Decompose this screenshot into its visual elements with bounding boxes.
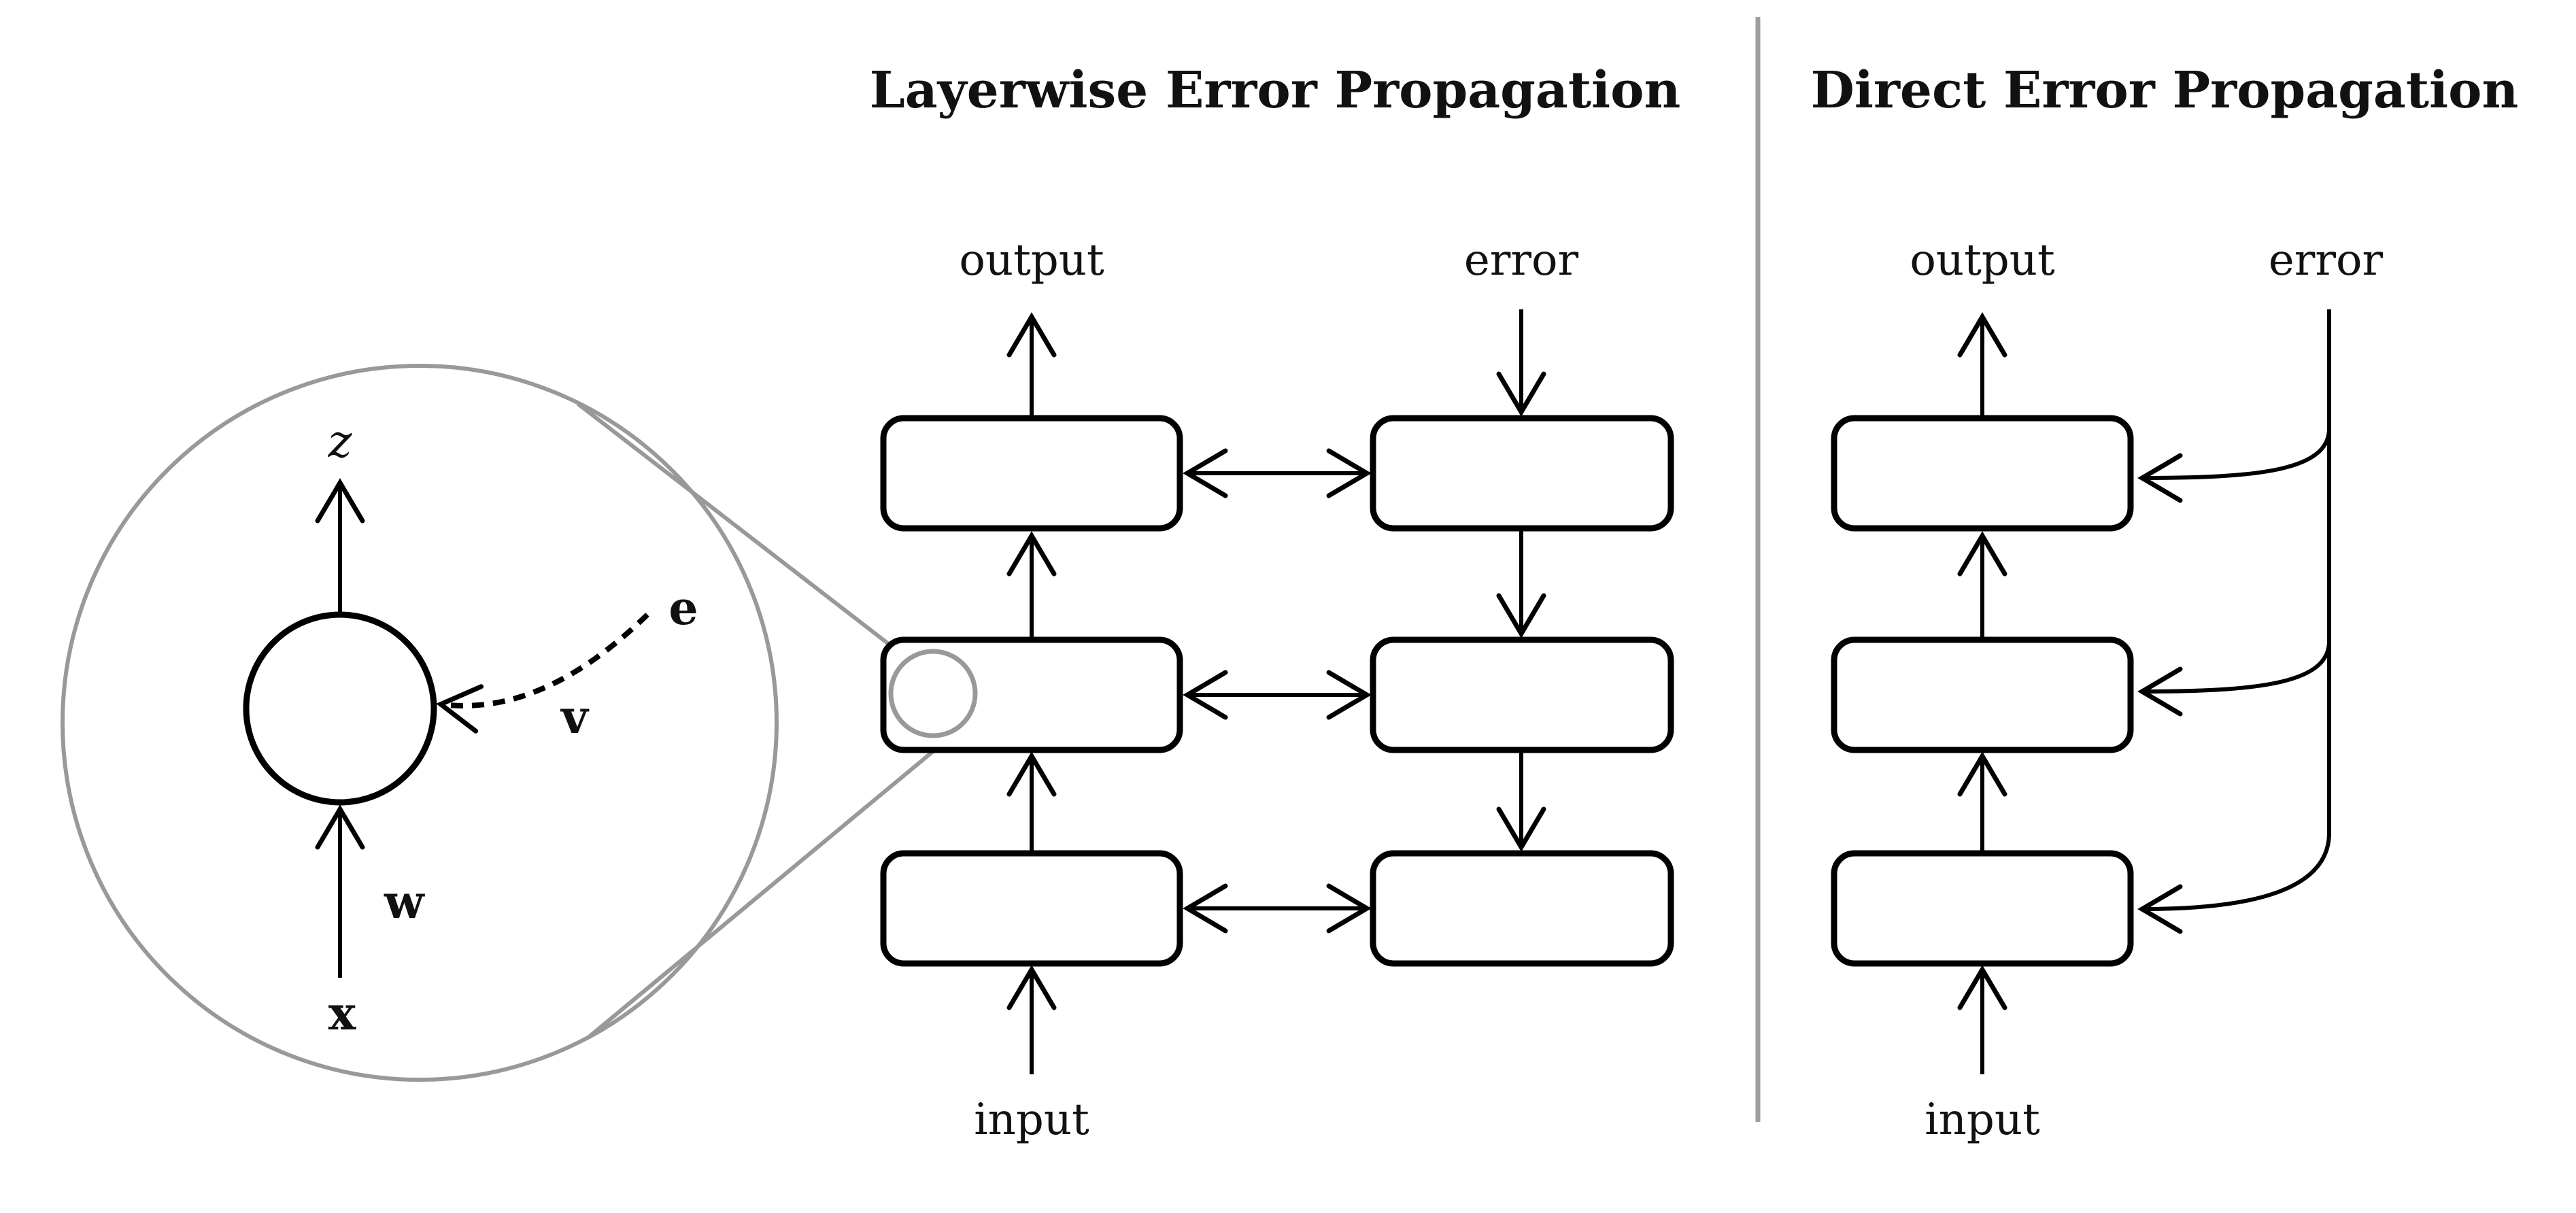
direct-forward-box-top <box>1831 415 2134 532</box>
neuron-circle <box>243 611 437 806</box>
layerwise-input-label: input <box>974 1095 1089 1145</box>
layerwise-error-box-bottom <box>1370 850 1674 967</box>
layerwise-forward-box-top <box>880 415 1183 532</box>
direct-error-trunk-arrow-bottom <box>2137 309 2331 934</box>
direct-error-branch-arrow-middle <box>2137 640 2331 717</box>
direct-error-branch-arrow-top <box>2137 428 2331 503</box>
magnifier-target-circle <box>888 649 978 738</box>
forward-weight-label: w <box>384 875 425 929</box>
neuron-error-label: e <box>668 581 698 636</box>
magnifier-tangent-upper <box>577 402 909 661</box>
layerwise-error-label: error <box>1464 235 1579 286</box>
layerwise-error-box-top <box>1370 415 1674 532</box>
pre-activation-label: z <box>328 415 353 468</box>
feedback-weight-label: v <box>560 690 590 745</box>
direct-title: Direct Error Propagation <box>1811 61 2519 120</box>
direct-forward-box-middle <box>1831 636 2134 753</box>
layerwise-forward-box-middle <box>880 636 1183 753</box>
layerwise-error-box-middle <box>1370 636 1674 753</box>
direct-output-label: output <box>1910 235 2055 286</box>
layerwise-output-label: output <box>959 235 1104 286</box>
neuron-input-label: x <box>328 987 356 1041</box>
direct-forward-box-bottom <box>1831 850 2134 967</box>
magnifier-tangent-lower <box>588 720 970 1039</box>
direct-panel: Direct Error Propagation output error in… <box>1811 61 2519 1145</box>
magnifier-circle <box>61 364 779 1082</box>
magnifier-inset: z w x e v <box>61 364 970 1082</box>
layerwise-panel: Layerwise Error Propagation output error… <box>870 61 1681 1145</box>
direct-input-label: input <box>1925 1095 2040 1145</box>
layerwise-title: Layerwise Error Propagation <box>870 61 1681 120</box>
layerwise-forward-box-bottom <box>880 850 1183 967</box>
error-feedback-dashed-arrow <box>436 613 649 734</box>
direct-error-label: error <box>2269 235 2384 286</box>
